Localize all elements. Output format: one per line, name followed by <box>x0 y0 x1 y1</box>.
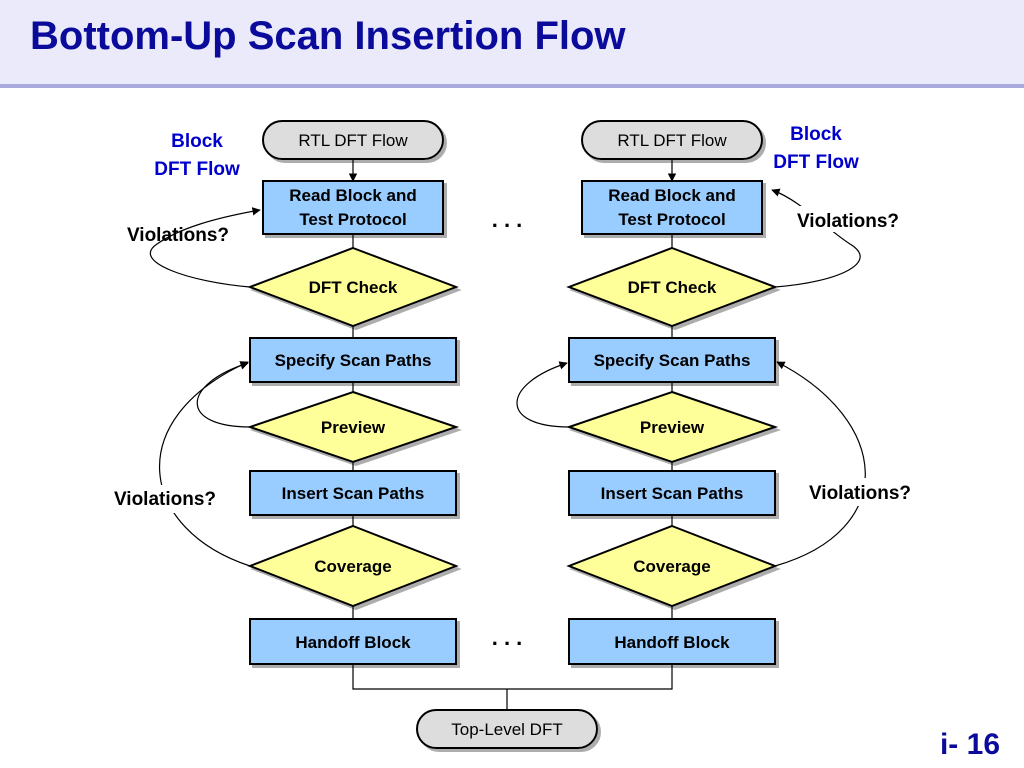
merge-connector <box>352 664 673 710</box>
left-coverage-diamond: Coverage <box>247 524 459 608</box>
page-number: i- 16 <box>939 728 1000 761</box>
left-flow: Block DFT Flow RTL DFT Flow Read Block a… <box>100 120 460 665</box>
right-violations-bottom-label: Violations? <box>809 483 911 504</box>
left-preview-loop-arrow <box>196 361 251 428</box>
right-preview-loop-arrow <box>516 361 570 428</box>
left-specify-box: Specify Scan Paths <box>249 337 457 383</box>
left-violations-bottom-arrow <box>159 361 251 567</box>
left-specify-label: Specify Scan Paths <box>275 351 432 370</box>
left-violations-top-label: Violations? <box>127 225 229 246</box>
right-specify-box: Specify Scan Paths <box>568 337 776 383</box>
left-insert-box: Insert Scan Paths <box>249 470 457 516</box>
right-insert-box: Insert Scan Paths <box>568 470 776 516</box>
left-block-label-line2: DFT Flow <box>154 159 240 180</box>
right-rtl-label: RTL DFT Flow <box>617 131 727 150</box>
right-handoff-box: Handoff Block <box>568 618 776 665</box>
left-read-block-box: Read Block and Test Protocol <box>262 180 444 235</box>
ellipsis-top: . . . <box>492 207 523 232</box>
right-preview-label: Preview <box>640 418 705 437</box>
right-read-block-box: Read Block and Test Protocol <box>581 180 763 235</box>
slide-title: Bottom-Up Scan Insertion Flow <box>30 14 626 58</box>
right-violations-top-label: Violations? <box>797 211 899 232</box>
left-preview-diamond: Preview <box>246 390 460 464</box>
left-coverage-label: Coverage <box>314 557 391 576</box>
left-handoff-label: Handoff Block <box>295 633 411 652</box>
right-violations-top-arrow <box>771 188 861 288</box>
left-rtl-label: RTL DFT Flow <box>298 131 408 150</box>
left-violations-bottom-label: Violations? <box>114 489 216 510</box>
right-block-label-line2: DFT Flow <box>773 152 859 173</box>
right-dft-check-diamond: DFT Check <box>566 246 778 328</box>
left-dft-check-diamond: DFT Check <box>247 246 459 328</box>
left-dft-check-label: DFT Check <box>309 278 398 297</box>
right-specify-label: Specify Scan Paths <box>594 351 751 370</box>
left-handoff-box: Handoff Block <box>249 618 457 665</box>
right-dft-check-label: DFT Check <box>628 278 717 297</box>
right-handoff-label: Handoff Block <box>614 633 730 652</box>
right-violations-bottom-arrow <box>774 361 866 567</box>
right-insert-label: Insert Scan Paths <box>601 484 744 503</box>
right-flow: Block DFT Flow RTL DFT Flow Read Block a… <box>516 120 926 665</box>
left-rtl-terminal: RTL DFT Flow <box>262 120 444 160</box>
left-insert-label: Insert Scan Paths <box>282 484 425 503</box>
right-rtl-terminal: RTL DFT Flow <box>581 120 763 160</box>
right-read-line2: Test Protocol <box>618 210 725 229</box>
left-violations-top-arrow <box>149 207 261 288</box>
left-read-line2: Test Protocol <box>299 210 406 229</box>
right-preview-diamond: Preview <box>565 390 779 464</box>
ellipsis-bottom: . . . <box>492 625 523 650</box>
left-read-line1: Read Block and <box>289 186 417 205</box>
right-block-label-line1: Block <box>790 124 842 145</box>
left-preview-label: Preview <box>321 418 386 437</box>
left-block-label-line1: Block <box>171 131 223 152</box>
right-coverage-diamond: Coverage <box>566 524 778 608</box>
top-level-label: Top-Level DFT <box>451 720 562 739</box>
title-bar: Bottom-Up Scan Insertion Flow <box>0 0 1024 88</box>
right-coverage-label: Coverage <box>633 557 710 576</box>
right-read-line1: Read Block and <box>608 186 736 205</box>
top-level-terminal: Top-Level DFT <box>416 709 598 749</box>
